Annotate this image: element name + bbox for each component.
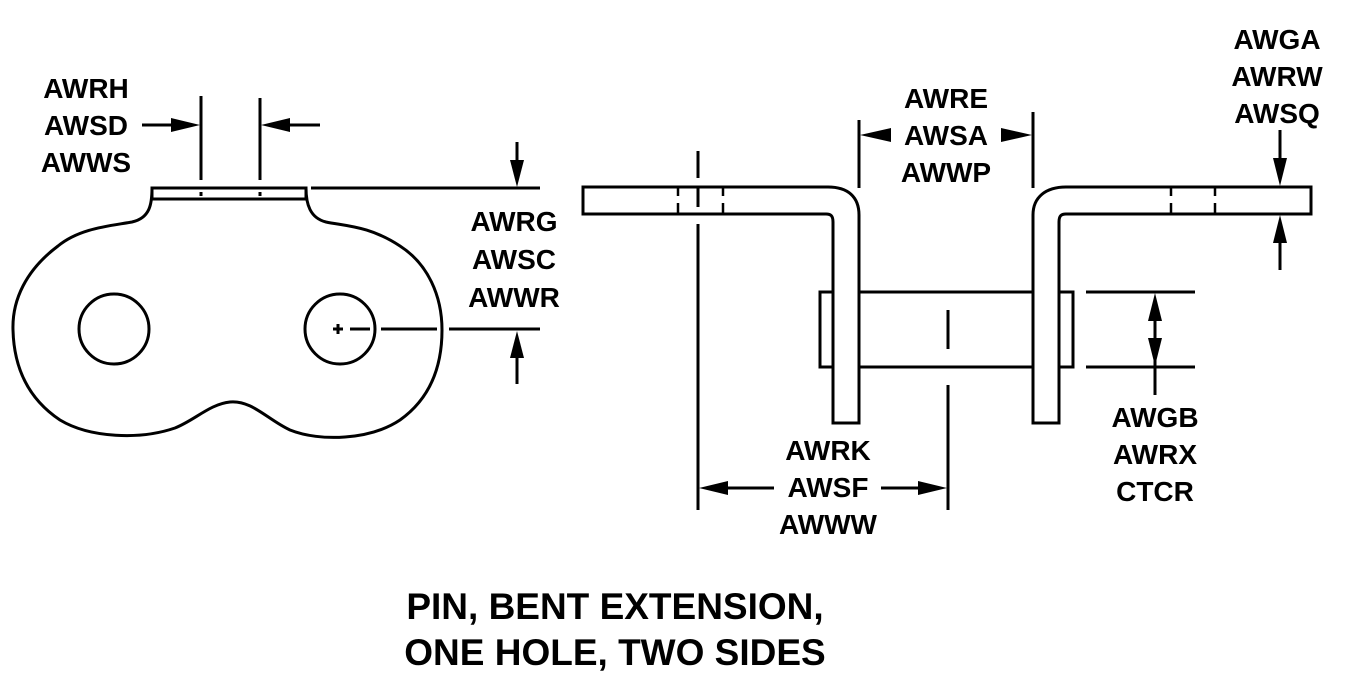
arrow-right-icon — [1001, 128, 1032, 142]
dim-label: AWWR — [468, 282, 560, 313]
dim-label: AWSF — [788, 472, 869, 503]
dim-label: AWRX — [1113, 439, 1197, 470]
arrow-down-icon — [1148, 338, 1162, 366]
dim-extension-thickness: AWGA AWRW AWSQ — [1231, 24, 1323, 270]
arrow-left-icon — [860, 128, 891, 142]
dim-label: AWWW — [779, 509, 878, 540]
dim-label: AWSD — [44, 110, 128, 141]
diagram-title-line-1: PIN, BENT EXTENSION, — [406, 586, 823, 627]
arrow-up-icon — [1273, 215, 1287, 243]
plate-top-edge — [150, 186, 308, 201]
dim-label: AWRG — [470, 206, 557, 237]
right-bent-plate — [1031, 185, 1313, 425]
dim-label: AWSC — [472, 244, 556, 275]
right-pin-hole — [303, 292, 377, 366]
link-plate-outline — [11, 187, 444, 439]
dim-hole-to-center: AWRK AWSF AWWW — [699, 435, 947, 540]
dim-label: CTCR — [1116, 476, 1194, 507]
dim-label: AWRE — [904, 83, 988, 114]
dim-label: AWSQ — [1234, 98, 1320, 129]
dim-label: AWGB — [1111, 402, 1198, 433]
arrow-right-icon — [918, 481, 947, 495]
dim-label: AWWS — [41, 147, 131, 178]
diagram-title-line-2: ONE HOLE, TWO SIDES — [404, 632, 825, 673]
arrow-down-icon — [1273, 158, 1287, 186]
arrow-up-icon — [510, 331, 524, 358]
left-bent-plate — [581, 185, 861, 425]
dim-label: AWWP — [901, 157, 991, 188]
dim-top-width: AWRH AWSD AWWS — [41, 73, 320, 180]
arrow-down-icon — [510, 160, 524, 187]
dim-label: AWRW — [1231, 61, 1323, 92]
arrow-right-icon — [171, 118, 200, 132]
dim-label: AWSA — [904, 120, 988, 151]
arrow-left-icon — [261, 118, 290, 132]
dim-side-height: AWRG AWSC AWWR — [311, 142, 560, 384]
arrow-left-icon — [699, 481, 728, 495]
link-plate-view — [11, 186, 540, 439]
bent-pin-view — [581, 151, 1313, 510]
dim-label: AWRK — [785, 435, 871, 466]
left-pin-hole — [77, 292, 151, 366]
dim-pin-diameter: AWGB AWRX CTCR — [1086, 290, 1199, 507]
dim-label: AWRH — [43, 73, 129, 104]
dim-label: AWGA — [1233, 24, 1320, 55]
dim-inner-width: AWRE AWSA AWWP — [857, 83, 1035, 188]
arrow-up-icon — [1148, 293, 1162, 321]
